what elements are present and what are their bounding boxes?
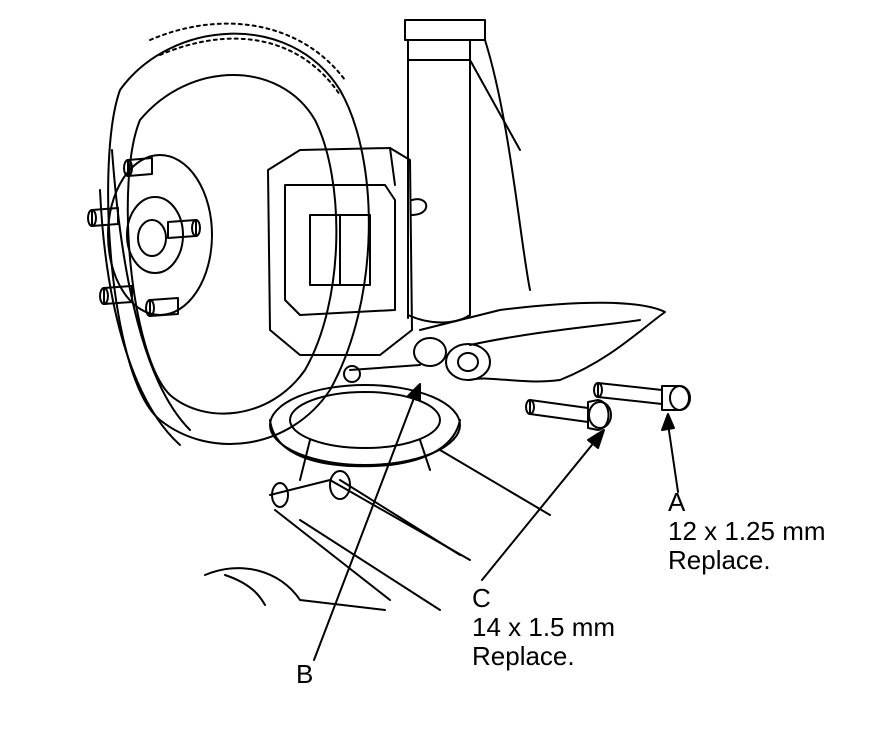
shock-absorber — [404, 19, 531, 324]
callout-c-size: 14 x 1.5 mm — [472, 612, 616, 642]
leader-line-a — [661, 413, 679, 493]
leader-line-b — [313, 383, 421, 661]
leader-line-c — [481, 429, 605, 581]
callout-b: B — [296, 660, 313, 689]
brake-caliper — [267, 147, 428, 356]
callout-c: C 14 x 1.5 mm Replace. — [472, 584, 615, 671]
spring-seat — [269, 384, 461, 481]
callout-a-note: Replace. — [668, 545, 771, 575]
callout-c-letter: C — [472, 583, 491, 613]
bolt-a — [593, 382, 691, 411]
wheel-studs — [87, 157, 201, 317]
subframe — [204, 449, 551, 611]
lower-arm — [343, 301, 666, 383]
callout-a-size: 12 x 1.25 mm — [668, 516, 826, 546]
callout-c-note: Replace. — [472, 641, 575, 671]
callout-a: A 12 x 1.25 mm Replace. — [668, 488, 826, 575]
brake-rotor — [99, 22, 370, 446]
callout-a-letter: A — [668, 487, 686, 517]
callout-b-letter: B — [296, 659, 314, 689]
bolt-c — [525, 399, 612, 431]
